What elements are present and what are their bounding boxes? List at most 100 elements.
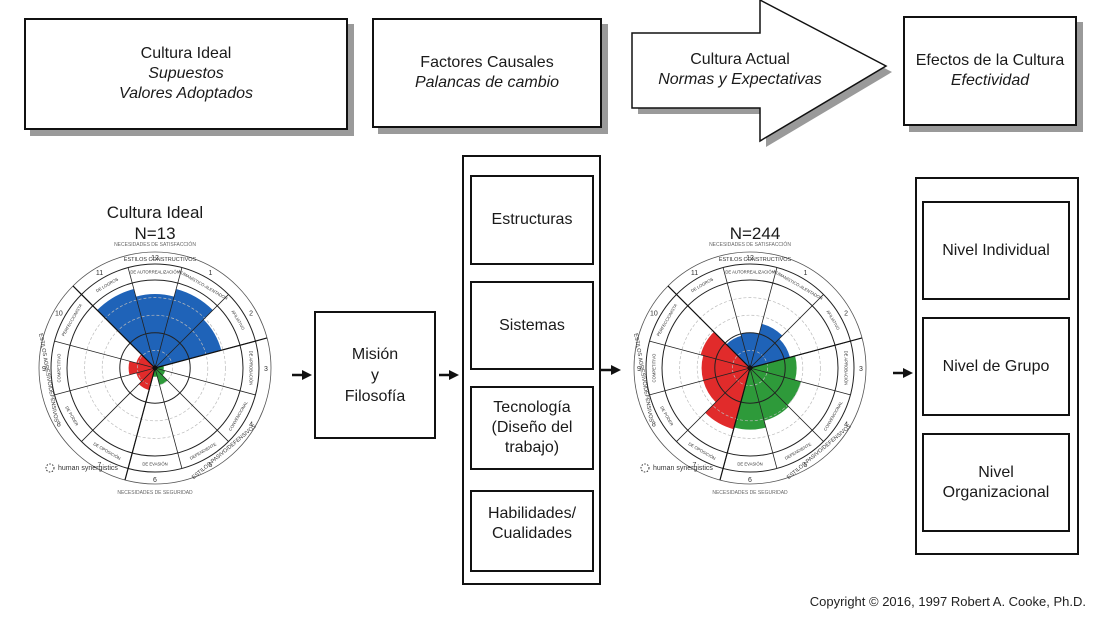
divider-line	[722, 267, 751, 369]
group-divider	[72, 285, 156, 369]
segment-name: DE EVASIÓN	[737, 462, 762, 467]
ideal-chart-n: N=13	[134, 224, 176, 243]
divider-line	[154, 367, 229, 442]
copyright-notice: Copyright © 2016, 1997 Robert A. Cooke, …	[809, 594, 1086, 609]
segment-number: 3	[859, 366, 863, 373]
segment-name: DE AUTORREALIZACIÓN	[725, 270, 774, 275]
segment-1-bar	[750, 323, 783, 368]
segment-number: 11	[96, 270, 103, 277]
outer-label-security: NECESIDADES DE SEGURIDAD	[712, 490, 788, 496]
segment-8-bar	[703, 368, 750, 403]
segment-8-bar	[136, 368, 155, 382]
segment-number: 7	[693, 462, 697, 469]
lever-systems: Sistemas	[470, 281, 594, 370]
effect-label: Nivel Organizacional	[942, 463, 1050, 501]
effect-label: Nivel de Grupo	[942, 357, 1050, 375]
effect-group: Nivel de Grupo	[922, 317, 1070, 416]
outer-label-constructive: ESTILOS CONSTRUCTIVOS	[719, 257, 792, 263]
segment-name: DE APROBACIÓN	[844, 351, 849, 386]
logo-icon	[45, 463, 55, 473]
divider-line	[154, 367, 183, 469]
outer-label-satisfaction: NECESIDADES DE SATISFACCIÓN	[709, 241, 791, 248]
segment-11-bar	[726, 335, 750, 368]
segment-12-bar	[135, 294, 175, 368]
ideal-culture-circumplex: 123456789101112HUMANÍSTICO-ALENTADORAFIL…	[37, 241, 272, 496]
lever-label: Sistemas	[499, 316, 565, 334]
segment-number: 4	[844, 422, 848, 429]
current-culture-arrow	[631, 0, 892, 147]
segment-6-bar	[734, 368, 766, 430]
segment-number: 2	[249, 311, 253, 318]
group-divider	[749, 337, 863, 369]
segment-number: 12	[151, 255, 159, 262]
grid-ring	[84, 297, 226, 439]
center-dot	[152, 365, 158, 371]
causal-factors-subtitle: Palancas de cambio	[414, 74, 560, 91]
outer-label-constructive: ESTILOS CONSTRUCTIVOS	[124, 257, 197, 263]
culture-effects-subtitle: Efectividad	[950, 72, 1030, 89]
logo-icon	[640, 463, 650, 473]
grid-ring	[101, 314, 209, 422]
segment-name: DE APROBACIÓN	[249, 351, 254, 386]
current-culture-label: Cultura Actual Normas y Expectativas	[640, 50, 840, 90]
group-divider	[719, 367, 751, 481]
segment-number: 8	[57, 422, 61, 429]
arrow-right-icon	[292, 370, 312, 380]
center-dot	[747, 365, 753, 371]
divider-line	[154, 367, 256, 396]
grid-ring	[137, 350, 173, 386]
grid-ring	[119, 332, 191, 404]
ideal-culture-title: Cultura Ideal	[140, 45, 232, 62]
current-culture-subtitle: Normas y Expectativas	[658, 71, 822, 88]
segment-9-bar	[701, 355, 750, 381]
segment-1-bar	[155, 288, 213, 368]
outer-ring	[633, 251, 867, 485]
segment-name: COMPETITIVO	[652, 353, 657, 383]
mission-line3: Filosofía	[344, 387, 406, 405]
grid-ring	[732, 350, 768, 386]
lever-skills: Habilidades/ Cualidades	[470, 490, 594, 572]
divider-line	[749, 294, 824, 369]
effect-label: Nivel Individual	[942, 241, 1050, 259]
group-divider	[124, 367, 156, 481]
divider-line	[649, 367, 751, 396]
segment-name: DE AUTORREALIZACIÓN	[130, 270, 179, 275]
segment-number: 3	[264, 366, 268, 373]
segment-7-bar	[705, 368, 750, 430]
ideal-chart-heading: Cultura Ideal	[106, 203, 204, 222]
culture-effects-box: Efectos de la Cultura Efectividad	[903, 16, 1077, 126]
segment-number: 6	[748, 477, 752, 484]
current-culture-title: Cultura Actual	[690, 51, 790, 68]
outer-ring	[38, 251, 272, 485]
lever-technology: Tecnología (Diseño del trabajo)	[470, 386, 594, 470]
lever-label: Tecnología (Diseño del trabajo)	[491, 399, 573, 456]
divider-line	[749, 367, 851, 396]
culture-effects-title: Efectos de la Cultura	[915, 52, 1065, 69]
segment-number: 4	[249, 422, 253, 429]
divider-line	[749, 367, 778, 469]
divider-line	[649, 340, 751, 369]
segment-5-bar	[750, 368, 789, 421]
divider-line	[154, 294, 229, 369]
segment-number: 5	[209, 462, 213, 469]
segment-number: 9	[42, 366, 46, 373]
current-chart-n: N=244	[729, 224, 781, 243]
ideal-culture-assumptions: Supuestos	[148, 65, 224, 82]
causal-factors-title: Factores Causales	[420, 54, 554, 71]
segment-number: 10	[650, 311, 658, 318]
ideal-chart-title: Cultura Ideal N=13	[95, 202, 215, 244]
label-ring	[645, 263, 855, 473]
mission-line1: Misión	[351, 345, 399, 363]
segment-number: 2	[844, 311, 848, 318]
divider-line	[749, 267, 778, 369]
segment-number: 8	[652, 422, 656, 429]
divider-line	[81, 367, 156, 442]
human-synergistics-logo: human synergistics	[58, 465, 118, 472]
effect-individual: Nivel Individual	[922, 201, 1070, 300]
segment-6-bar	[152, 368, 158, 377]
segment-2-bar	[750, 338, 790, 368]
segment-number: 6	[153, 477, 157, 484]
ideal-culture-values: Valores Adoptados	[118, 85, 253, 102]
segment-4-bar	[155, 368, 166, 376]
segment-name: DE EVASIÓN	[142, 462, 167, 467]
